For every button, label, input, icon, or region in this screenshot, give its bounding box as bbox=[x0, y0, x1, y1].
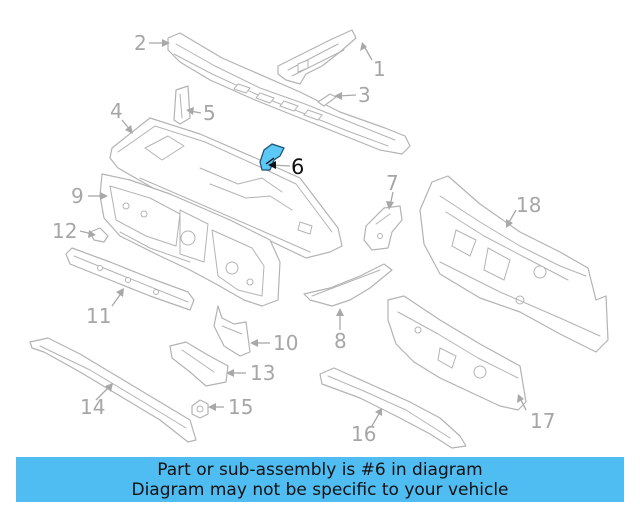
part-2-cowl-top-panel bbox=[167, 32, 411, 155]
part-15-nut bbox=[191, 399, 209, 419]
part-8-bracket bbox=[303, 263, 393, 307]
part-12-bracket bbox=[89, 227, 109, 243]
callout-5: 5 bbox=[203, 101, 216, 125]
callout-6: 6 bbox=[291, 155, 304, 179]
part-13-bracket bbox=[169, 341, 229, 387]
part-9-firewall-panel bbox=[99, 173, 281, 307]
callout-18: 18 bbox=[516, 193, 541, 217]
parts-diagram: 1 2 3 4 5 6 7 8 9 10 11 12 13 14 15 16 1… bbox=[29, 29, 609, 449]
callout-1: 1 bbox=[373, 57, 386, 81]
part-11-cross-member bbox=[65, 247, 195, 311]
part-1-bracket bbox=[277, 29, 357, 85]
callout-12: 12 bbox=[52, 219, 77, 243]
part-3-clip bbox=[317, 93, 337, 107]
part-18-side-dash-panel bbox=[419, 175, 609, 353]
callout-11: 11 bbox=[86, 304, 111, 328]
part-6-highlighted-bracket bbox=[259, 143, 285, 171]
callout-14: 14 bbox=[80, 395, 105, 419]
callout-4: 4 bbox=[110, 99, 123, 123]
callout-labels: 1 2 3 4 5 6 7 8 9 10 11 12 13 14 15 16 1… bbox=[52, 31, 555, 446]
callout-7: 7 bbox=[386, 171, 399, 195]
callout-9: 9 bbox=[71, 184, 84, 208]
callout-3: 3 bbox=[358, 83, 371, 107]
part-14-side-rail bbox=[29, 337, 197, 443]
banner-line-1: Part or sub-assembly is #6 in diagram bbox=[157, 459, 483, 480]
part-7-bracket bbox=[363, 205, 403, 251]
part-5-bracket bbox=[173, 85, 191, 125]
callout-2: 2 bbox=[134, 31, 147, 55]
banner-line-2: Diagram may not be specific to your vehi… bbox=[131, 479, 509, 500]
callout-15: 15 bbox=[228, 395, 253, 419]
part-16-lower-rail bbox=[319, 367, 467, 449]
leader-lines bbox=[79, 39, 527, 427]
callout-10: 10 bbox=[273, 331, 298, 355]
info-banner: Part or sub-assembly is #6 in diagram Di… bbox=[16, 457, 624, 502]
callout-17: 17 bbox=[530, 409, 555, 433]
callout-8: 8 bbox=[334, 329, 347, 353]
callout-13: 13 bbox=[250, 361, 275, 385]
part-4-dash-upper-panel bbox=[109, 117, 343, 259]
callout-16: 16 bbox=[351, 422, 376, 446]
part-10-bracket bbox=[213, 305, 251, 357]
part-17-lower-side-panel bbox=[387, 295, 527, 411]
